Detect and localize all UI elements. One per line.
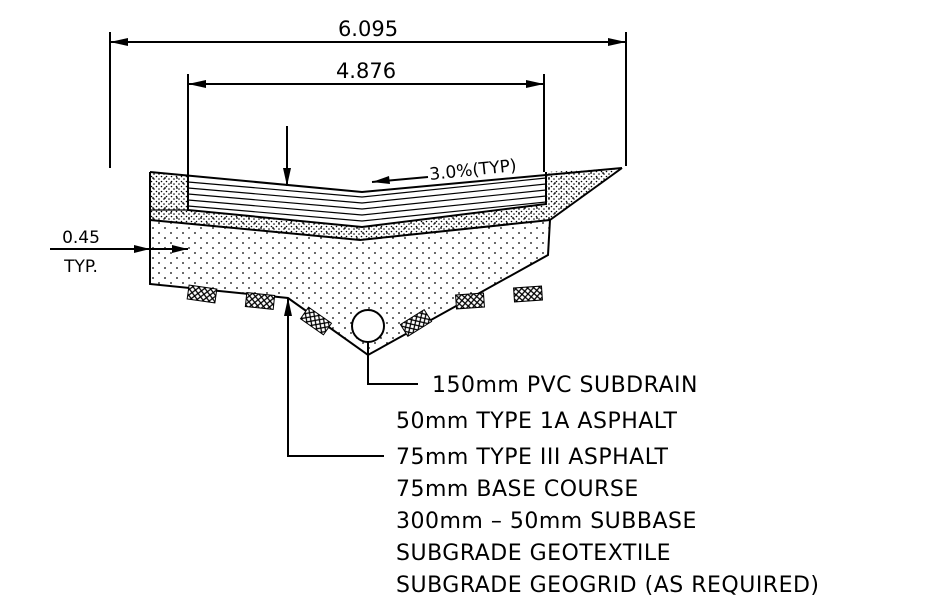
shoulder-width-label: 0.45 (62, 228, 100, 248)
layer-callout-4: 300mm – 50mm SUBBASE (396, 509, 697, 534)
layer-callout-3: 75mm BASE COURSE (396, 477, 639, 502)
layer-callout-2: 75mm TYPE III ASPHALT (396, 445, 668, 470)
pavement-cross-section (149, 167, 623, 357)
layer-callout-6: SUBGRADE GEOGRID (AS REQUIRED) (396, 573, 820, 598)
crown-arrow (283, 126, 291, 186)
subdrain-callout: 150mm PVC SUBDRAIN (432, 373, 698, 398)
shoulder-width-dimension: 0.45 TYP. (50, 228, 188, 277)
callout-list: 150mm PVC SUBDRAIN 50mm TYPE 1A ASPHALT … (396, 373, 820, 598)
shoulder-note-label: TYP. (63, 257, 98, 277)
paved-width-dimension: 4.876 (187, 59, 545, 180)
subdrain-pipe (351, 309, 385, 343)
overall-width-label: 6.095 (338, 17, 398, 41)
layer-callout-1: 50mm TYPE 1A ASPHALT (396, 409, 678, 434)
geogrid-blocks (186, 284, 543, 338)
overall-width-dimension: 6.095 (109, 17, 627, 168)
layer-callout-5: SUBGRADE GEOTEXTILE (396, 541, 671, 566)
paved-width-label: 4.876 (336, 59, 396, 83)
leader-lines (284, 298, 418, 457)
